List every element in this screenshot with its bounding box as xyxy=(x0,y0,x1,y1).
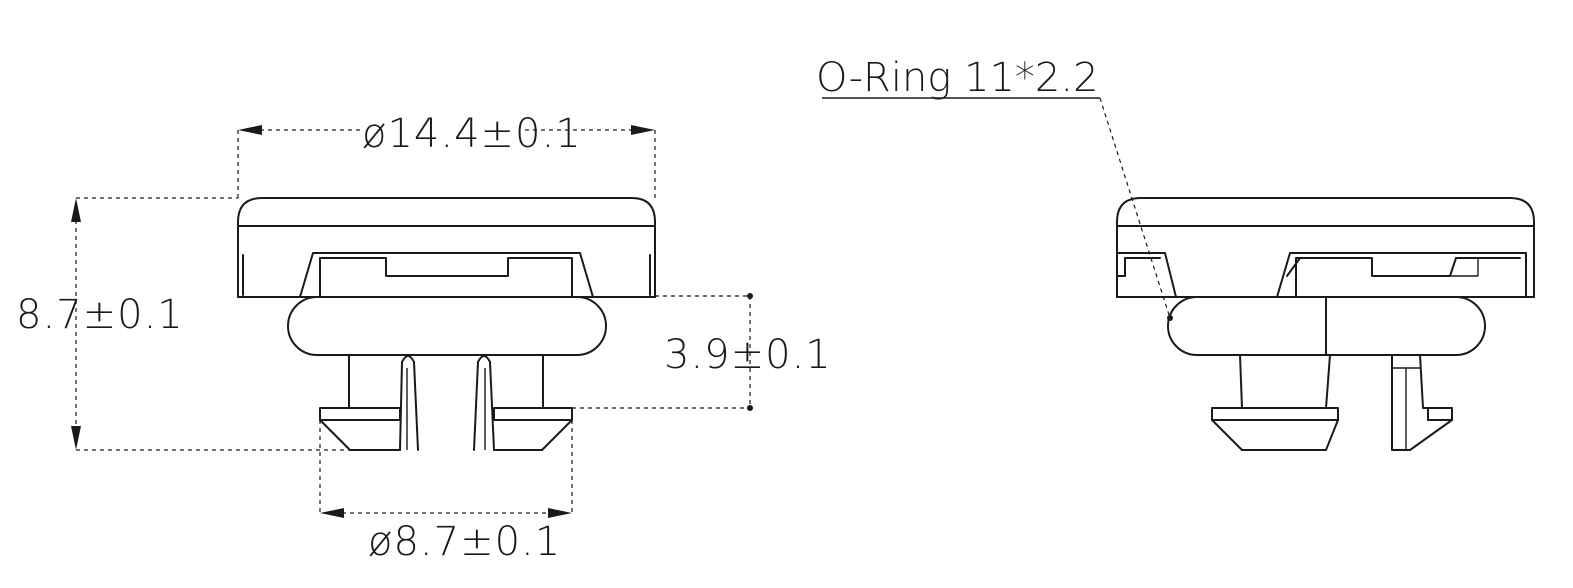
arrow-down xyxy=(71,426,81,450)
front-view xyxy=(237,197,656,451)
dimension-dot-bottom xyxy=(747,405,753,411)
top-diameter-label: ø14.4±0.1 xyxy=(362,111,582,157)
oring-callout: O-Ring 11*2.2 xyxy=(816,55,1173,321)
dimension-top-diameter: ø14.4±0.1 xyxy=(237,111,656,198)
oring-gap-label: 3.9±0.1 xyxy=(664,332,832,378)
arrow-left xyxy=(320,508,344,518)
arrow-right xyxy=(631,125,655,135)
arrow-left xyxy=(238,125,262,135)
oring-callout-label: O-Ring 11*2.2 xyxy=(816,55,1099,101)
section-view xyxy=(1116,197,1535,451)
height-label: 8.7±0.1 xyxy=(16,292,184,338)
arrow-up xyxy=(71,198,81,222)
dimension-oring-gap: 3.9±0.1 xyxy=(572,293,832,411)
bottom-diameter-label: ø8.7±0.1 xyxy=(368,519,561,565)
callout-dot xyxy=(1167,315,1173,321)
arrow-right xyxy=(548,508,572,518)
dimension-bottom-diameter: ø8.7±0.1 xyxy=(319,420,573,565)
dimension-dot-top xyxy=(747,293,753,299)
dimension-height: 8.7±0.1 xyxy=(16,197,350,451)
